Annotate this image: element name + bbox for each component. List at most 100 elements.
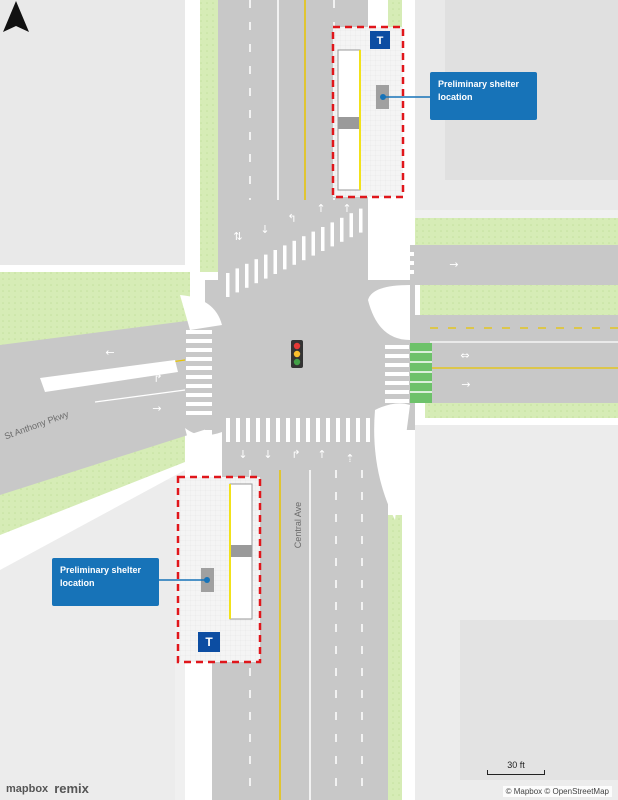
callout-dot-south	[204, 577, 210, 583]
st-anthony-pkwy-west	[0, 318, 210, 495]
crosswalk-stripe	[385, 363, 409, 367]
grass-strip	[0, 272, 190, 350]
crosswalk-stripe	[390, 270, 414, 274]
building	[460, 620, 618, 780]
crosswalk-stripe	[366, 418, 370, 442]
crosswalk-stripe	[306, 418, 310, 442]
transit-sign-icon: T	[205, 635, 213, 649]
svg-text:⇡: ⇡	[345, 452, 354, 465]
crosswalk-stripe	[245, 263, 249, 288]
svg-text:↓: ↓	[238, 448, 247, 461]
crosswalk-stripe	[390, 252, 414, 256]
corner-island	[180, 295, 222, 330]
transit-sign-north	[370, 31, 390, 49]
crosswalk-stripe	[264, 254, 268, 279]
svg-text:⇔: ⇔	[460, 349, 469, 362]
crosswalk-stripe	[385, 372, 409, 376]
svg-text:⇅: ⇅	[233, 230, 242, 243]
attribution[interactable]: © Mapbox © OpenStreetMap	[502, 786, 612, 797]
crosswalk-stripe	[246, 418, 250, 442]
bike-lane	[410, 343, 432, 403]
grass-strip	[0, 430, 185, 535]
svg-text:↑: ↑	[317, 448, 326, 461]
north-arrow-icon	[3, 1, 29, 32]
crosswalk-stripe	[186, 384, 212, 388]
crosswalk-stripe	[273, 250, 277, 274]
svg-text:→: →	[461, 378, 470, 391]
crosswalk-stripe	[186, 348, 212, 352]
crosswalk-stripe	[385, 399, 409, 403]
bus-stop-box-south	[176, 475, 262, 664]
crosswalk-south	[226, 418, 370, 442]
callout-north-line1: Preliminary shelter	[438, 79, 520, 89]
grass-strip	[425, 400, 618, 418]
svg-text:↓: ↓	[263, 448, 272, 461]
crosswalk-stripe	[254, 259, 258, 284]
grass-strip	[200, 0, 218, 272]
crosswalk-stripe	[235, 268, 239, 293]
bus-articulation	[338, 117, 360, 129]
crosswalk-stripe	[356, 418, 360, 442]
crosswalk-stripe	[256, 418, 260, 442]
crosswalk-stripe	[311, 231, 315, 256]
crosswalk-stripe	[276, 418, 280, 442]
logos: mapbox remix	[6, 781, 89, 796]
road-label-central: Central Ave	[293, 501, 304, 549]
callout-south: Preliminary shelter location	[52, 558, 159, 606]
crosswalk-stripe	[186, 411, 212, 415]
grass-strip	[388, 0, 402, 28]
crosswalk-stripe	[186, 375, 212, 379]
mapbox-logo[interactable]: mapbox	[6, 782, 49, 795]
grass-strip	[420, 283, 618, 315]
crosswalk-stripe	[286, 418, 290, 442]
transit-sign-south	[198, 632, 220, 652]
road-east	[410, 315, 618, 403]
lane-arrow-icon: ↓ ↑ ↑ ↰ ⇅ → ← ↱ → ⇔ → ↓ ↓ ↑ ↱ ⇡	[105, 202, 470, 465]
crosswalk-stripe	[236, 418, 240, 442]
crosswalk-stripe	[326, 418, 330, 442]
callout-dot-north	[380, 94, 386, 100]
crosswalk-stripe	[302, 236, 306, 261]
crosswalk-east-upper	[390, 252, 414, 274]
callout-south-line2: location	[60, 578, 95, 588]
svg-text:→: →	[152, 402, 161, 415]
corner-island	[374, 403, 410, 520]
svg-text:↱: ↱	[291, 448, 300, 461]
crosswalk-stripe	[385, 345, 409, 349]
crosswalk-stripe	[296, 418, 300, 442]
crosswalk-stripe	[385, 390, 409, 394]
building	[0, 0, 190, 270]
callout-north: Preliminary shelter location	[430, 72, 537, 120]
transit-sign-icon: T	[377, 35, 384, 47]
grass-strip	[415, 218, 618, 246]
crosswalk-stripe	[385, 354, 409, 358]
crosswalk-stripe	[321, 227, 325, 251]
signal-green	[293, 358, 301, 366]
svg-text:↑: ↑	[316, 202, 325, 215]
signal-yellow	[293, 350, 301, 358]
svg-text:↑: ↑	[342, 202, 351, 215]
remix-logo[interactable]: remix	[54, 781, 89, 796]
crosswalk-east	[385, 345, 409, 403]
crosswalk-stripe	[346, 418, 350, 442]
crosswalk-north	[226, 208, 363, 297]
svg-text:↓: ↓	[260, 223, 269, 236]
crosswalk-stripe	[359, 208, 363, 233]
crosswalk-stripe	[226, 418, 230, 442]
signal-red	[293, 342, 301, 350]
crosswalk-stripe	[186, 339, 212, 343]
crosswalk-stripe	[186, 357, 212, 361]
crosswalk-stripe	[186, 330, 212, 334]
bike-lane-stripes	[410, 351, 432, 393]
crosswalk-stripe	[283, 245, 287, 270]
callout-south-line1: Preliminary shelter	[60, 565, 142, 575]
svg-text:→: →	[449, 258, 458, 271]
crosswalk-west	[186, 330, 212, 415]
corner-island	[368, 205, 410, 250]
bus-articulation	[230, 545, 252, 557]
lane-line	[94, 389, 186, 403]
crosswalk-stripe	[330, 222, 334, 247]
svg-text:←: ←	[105, 346, 114, 359]
crosswalk-stripe	[349, 213, 353, 238]
